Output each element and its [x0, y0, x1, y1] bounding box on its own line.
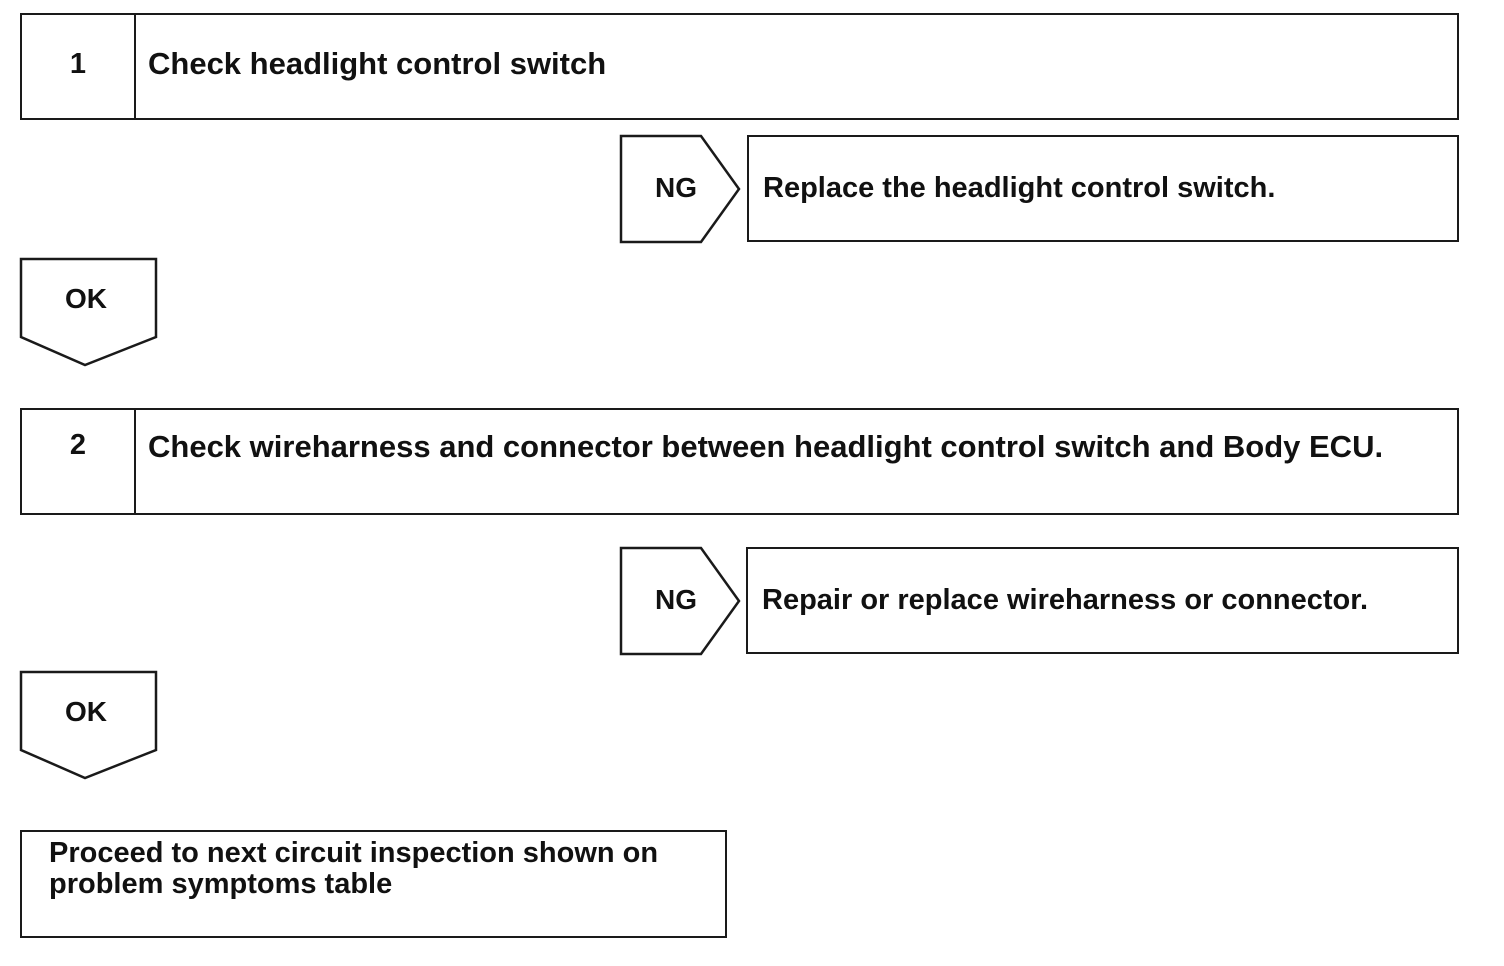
ng-arrow-2	[619, 546, 741, 656]
ng-action-2-box: Repair or replace wireharness or connect…	[746, 547, 1459, 654]
ok-label-2: OK	[65, 696, 107, 727]
step-1-number-cell: 1	[22, 15, 136, 118]
ok-arrow-2	[19, 670, 158, 780]
step-1-box: 1 Check headlight control switch	[20, 13, 1459, 120]
step-2-number: 2	[69, 429, 87, 461]
ng-action-1-text: Replace the headlight control switch.	[763, 172, 1276, 204]
final-text: Proceed to next circuit inspection shown…	[49, 837, 659, 900]
step-1-title: Check headlight control switch	[148, 46, 607, 81]
step-1-number: 1	[69, 48, 87, 80]
ng-label-1: NG	[655, 172, 697, 203]
final-box: Proceed to next circuit inspection shown…	[20, 830, 727, 938]
ng-arrow-1	[619, 134, 741, 244]
ng-label-2: NG	[655, 584, 697, 615]
ng-action-1-box: Replace the headlight control switch.	[747, 135, 1459, 242]
step-2-title: Check wireharness and connector between …	[148, 429, 1384, 464]
ok-arrow-1	[19, 257, 158, 367]
step-2-box: 2 Check wireharness and connector betwee…	[20, 408, 1459, 515]
ng-action-2-text: Repair or replace wireharness or connect…	[762, 584, 1369, 616]
step-2-number-cell: 2	[22, 410, 136, 513]
ok-label-1: OK	[65, 283, 107, 314]
